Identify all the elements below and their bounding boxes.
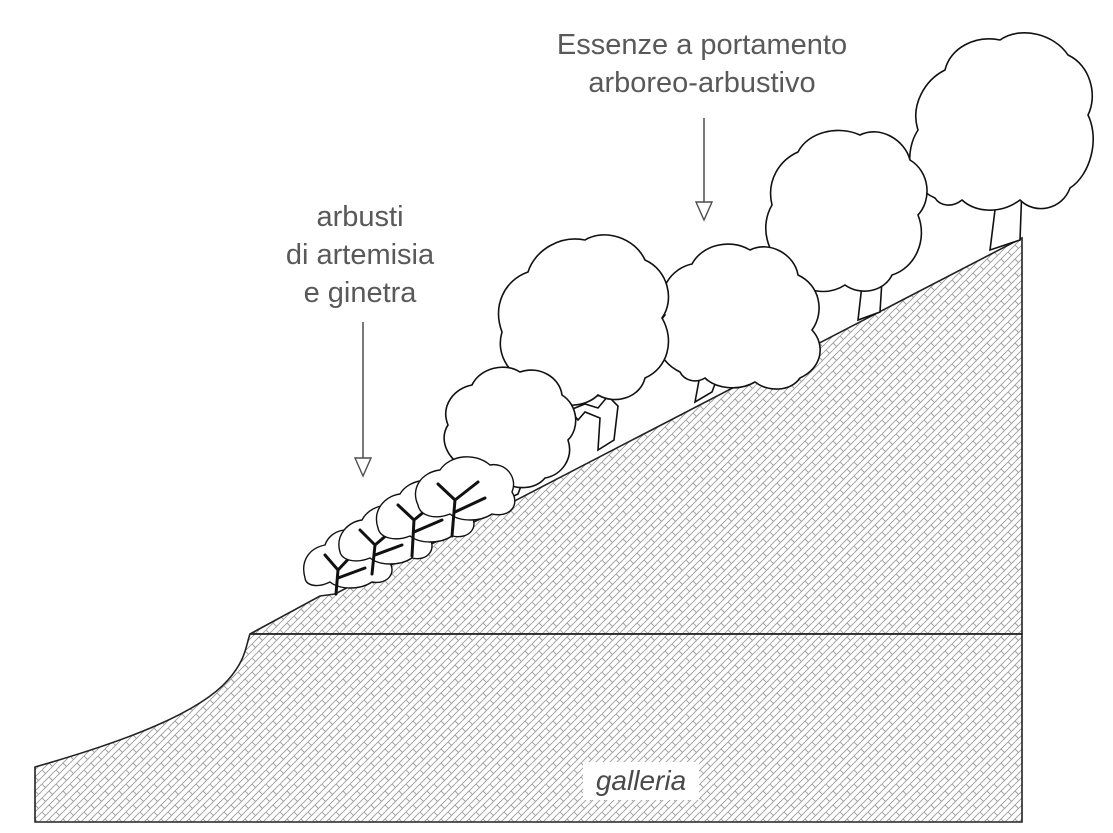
shrubs-label-line3: e ginetra [304,277,418,309]
shrubs-label-line2: di artemisia [286,239,435,271]
trees-label-line2: arboreo-arbustivo [588,67,815,99]
trees-label-line1: Essenze a portamento [557,29,847,61]
down-arrow-icon [694,118,714,222]
deciduous-tree-icon [765,129,928,322]
deciduous-tree-icon [497,234,670,452]
tunnel-label-backing [583,762,699,800]
tunnel-label: galleria [596,765,686,796]
down-arrow-icon [353,322,373,478]
tunnel-block [34,633,1023,823]
shrubs-label-line1: arbusti [316,201,403,233]
deciduous-tree-icon [908,32,1094,252]
shrub-icon [414,456,516,538]
deciduous-tree-icon [655,243,821,404]
